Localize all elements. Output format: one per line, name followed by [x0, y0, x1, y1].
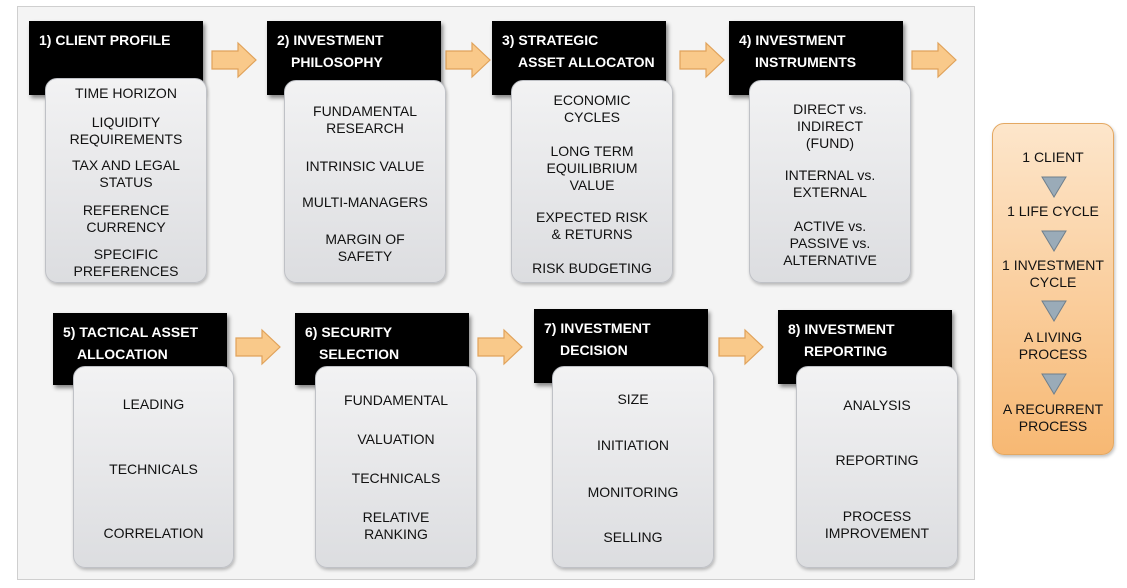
step-8-card: ANALYSIS REPORTING PROCESS IMPROVEMENT	[796, 366, 958, 568]
step-6-item-2: VALUATION	[357, 431, 435, 447]
step-1-card: TIME HORIZON LIQUIDITY REQUIREMENTS TAX …	[45, 78, 207, 283]
step-3-item-3: EXPECTED RISK & RETURNS	[535, 209, 649, 242]
step-3-title-line-2: ASSET ALLOCATON	[518, 54, 655, 70]
arrow-right-icon	[477, 328, 523, 366]
step-3-item-1: ECONOMIC CYCLES	[553, 92, 631, 125]
step-5-item-3: CORRELATION	[103, 525, 204, 541]
triangle-down-icon	[1041, 373, 1067, 395]
step-2-card: FUNDAMENTAL RESEARCH INTRINSIC VALUE MUL…	[284, 80, 446, 283]
step-6-item-1: FUNDAMENTAL	[344, 392, 448, 408]
step-7-item-1: SIZE	[617, 391, 649, 407]
step-1-item-5: SPECIFIC PREFERENCES	[73, 246, 179, 279]
step-5-item-1: LEADING	[122, 396, 185, 412]
cycle-item-3: 1 INVESTMENT CYCLE	[1002, 257, 1104, 290]
step-6-card: FUNDAMENTAL VALUATION TECHNICALS RELATIV…	[315, 366, 477, 568]
cycle-item-2: 1 LIFE CYCLE	[1007, 203, 1099, 219]
step-7-title-line-2: DECISION	[560, 342, 628, 358]
step-1-item-4: REFERENCE CURRENCY	[82, 202, 170, 235]
arrow-right-icon	[679, 41, 725, 79]
step-4-item-2: INTERNAL vs. EXTERNAL	[784, 167, 876, 200]
triangle-down-icon	[1041, 300, 1067, 322]
step-2-title-line-2: PHILOSOPHY	[291, 54, 383, 70]
step-7-item-2: INITIATION	[596, 437, 670, 453]
step-4-item-1: DIRECT vs. INDIRECT (FUND)	[793, 101, 867, 151]
step-8-item-1: ANALYSIS	[843, 397, 911, 413]
step-1-item-3: TAX AND LEGAL STATUS	[72, 157, 180, 190]
triangle-down-icon	[1041, 230, 1067, 252]
step-5-title-line-1: 5) TACTICAL ASSET	[63, 324, 199, 340]
step-4-title-line-1: 4) INVESTMENT	[739, 32, 846, 48]
cycle-summary-box: 1 CLIENT 1 LIFE CYCLE 1 INVESTMENT CYCLE…	[992, 123, 1114, 455]
step-4-item-3: ACTIVE vs. PASSIVE vs. ALTERNATIVE	[783, 218, 877, 268]
step-8-title-line-2: REPORTING	[804, 343, 888, 359]
step-3-card: ECONOMIC CYCLES LONG TERM EQUILIBRIUM VA…	[511, 80, 673, 283]
step-3-title-line-1: 3) STRATEGIC	[502, 32, 599, 48]
step-4-title-line-2: INSTRUMENTS	[755, 54, 857, 70]
cycle-item-1: 1 CLIENT	[1022, 149, 1084, 165]
step-1-title: 1) CLIENT PROFILE	[39, 32, 171, 48]
step-2-title-line-1: 2) INVESTMENT	[277, 32, 384, 48]
step-6-item-4: RELATIVE RANKING	[362, 509, 430, 542]
step-5-title-line-2: ALLOCATION	[77, 346, 168, 362]
step-5-card: LEADING TECHNICALS CORRELATION	[73, 366, 234, 568]
arrow-right-icon	[211, 41, 257, 79]
step-1-item-1: TIME HORIZON	[75, 85, 177, 101]
step-3-item-2: LONG TERM EQUILIBRIUM VALUE	[546, 143, 638, 193]
step-8-title-line-1: 8) INVESTMENT	[788, 321, 895, 337]
arrow-right-icon	[911, 41, 957, 79]
cycle-item-5: A RECURRENT PROCESS	[1002, 401, 1104, 434]
arrow-right-icon	[718, 328, 764, 366]
step-6-title-line-2: SELECTION	[319, 346, 400, 362]
step-8-item-2: REPORTING	[835, 452, 919, 468]
step-1-item-2: LIQUIDITY REQUIREMENTS	[69, 114, 183, 147]
step-2-item-3: MULTI-MANAGERS	[302, 194, 428, 210]
step-4-card: DIRECT vs. INDIRECT (FUND) INTERNAL vs. …	[749, 80, 911, 283]
step-5-item-2: TECHNICALS	[109, 461, 198, 477]
step-2-item-2: INTRINSIC VALUE	[305, 158, 425, 174]
step-3-item-4: RISK BUDGETING	[532, 260, 652, 276]
step-6-item-3: TECHNICALS	[351, 470, 441, 486]
step-7-item-4: SELLING	[603, 529, 663, 545]
step-2-item-1: FUNDAMENTAL RESEARCH	[313, 103, 417, 136]
arrow-right-icon	[235, 328, 281, 366]
arrow-right-icon	[445, 41, 491, 79]
step-7-title-line-1: 7) INVESTMENT	[544, 320, 651, 336]
triangle-down-icon	[1041, 176, 1067, 198]
step-8-item-3: PROCESS IMPROVEMENT	[824, 508, 930, 541]
step-7-item-3: MONITORING	[587, 484, 679, 500]
step-6-title-line-1: 6) SECURITY	[305, 324, 393, 340]
step-7-card: SIZE INITIATION MONITORING SELLING	[552, 366, 714, 568]
cycle-item-4: A LIVING PROCESS	[1018, 329, 1088, 362]
step-2-item-4: MARGIN OF SAFETY	[325, 231, 405, 264]
